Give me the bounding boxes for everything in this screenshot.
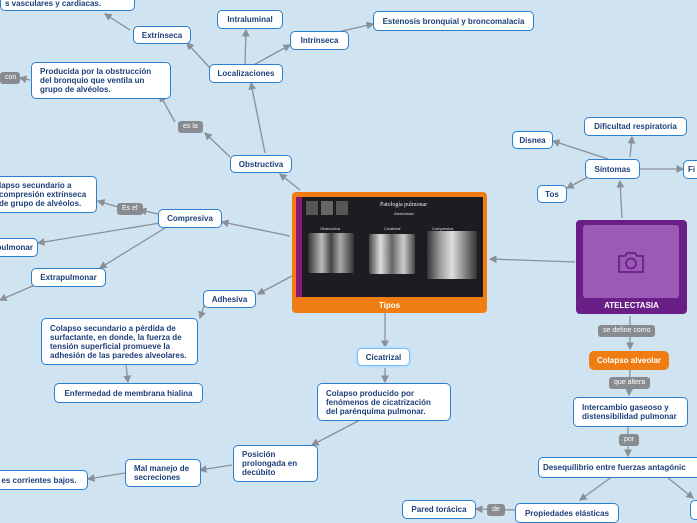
node-producida[interactable]: Producida por la obstrucción del bronqui…: [31, 62, 171, 99]
slide-thumb-3: [336, 201, 348, 215]
link-label-se-define: se define como: [598, 325, 656, 337]
camera-icon: [618, 251, 644, 273]
node-colapso-surfactante[interactable]: Colapso secundario a pérdida de surfacta…: [41, 318, 198, 365]
node-adhesiva[interactable]: Adhesiva: [203, 290, 256, 308]
slide-title: Patología pulmonar: [380, 202, 428, 208]
atelectasia-label: ATELECTASIA: [604, 301, 659, 310]
node-estenosis[interactable]: Estenosis bronquial y broncomalacia: [373, 11, 534, 31]
node-pulmonar[interactable]: pulmonar: [0, 238, 38, 257]
node-intrinseca[interactable]: Intrínseca: [290, 31, 349, 50]
link-label-es-la: es la: [178, 121, 203, 133]
node-pared-toracica[interactable]: Pared torácica: [402, 500, 476, 519]
node-mal-manejo[interactable]: Mal manejo de secreciones: [125, 459, 201, 487]
node-colapso-cicatrizacion[interactable]: Colapso producido por fenómenos de cicat…: [317, 383, 451, 421]
slide-label-1: Obstructiva: [320, 226, 341, 231]
node-tos[interactable]: Tos: [537, 185, 567, 203]
node-extrapulmonar[interactable]: Extrapulmonar: [31, 268, 106, 287]
xray-image-1: [308, 233, 354, 273]
tipos-image-node[interactable]: Patología pulmonar Atelectasia Obstructi…: [292, 192, 487, 313]
image-placeholder: [583, 225, 679, 298]
node-desequilibrio[interactable]: Desequilibrio entre fuerzas antagónic: [538, 457, 697, 478]
node-intraluminal[interactable]: Intraluminal: [217, 10, 283, 29]
node-propiedades[interactable]: Propiedades elásticas: [515, 503, 619, 523]
node-compresiva[interactable]: Compresiva: [158, 209, 222, 228]
link-label-con: con: [0, 72, 20, 84]
xray-image-3: [427, 231, 477, 279]
xray-slide-image: Patología pulmonar Atelectasia Obstructi…: [296, 197, 483, 297]
node-localizaciones[interactable]: Localizaciones: [209, 64, 283, 83]
link-label-que-altera: que altera: [609, 377, 651, 389]
link-label-es-el: Es el: [117, 203, 143, 215]
node-dificultad[interactable]: Dificultad respiratoria: [584, 117, 687, 136]
slide-thumb-2: [321, 201, 333, 215]
slide-accent-bar: [296, 197, 302, 297]
node-sintomas[interactable]: Síntomas: [585, 159, 640, 179]
node-colapso-alveolar[interactable]: Colapso alveolar: [589, 351, 669, 370]
node-colapso-compresion[interactable]: lapso secundario a compresión extrínseca…: [0, 176, 97, 213]
slide-thumb-1: [306, 201, 318, 215]
link-label-de: de: [487, 504, 505, 516]
node-intercambio[interactable]: Intercambio gaseoso y distensibilidad pu…: [573, 397, 688, 427]
node-extrinseca[interactable]: Extrínseca: [133, 26, 191, 44]
node-obstructiva[interactable]: Obstructiva: [230, 155, 292, 173]
xray-image-2: [369, 234, 415, 274]
slide-label-2: Cicatrizal: [384, 226, 401, 231]
slide-label-3: Compresiva: [432, 226, 454, 231]
node-posicion[interactable]: Posición prolongada en decúbito: [233, 445, 318, 482]
slide-subtitle: Atelectasia: [394, 211, 414, 216]
node-cicatrizal[interactable]: Cicatrizal: [357, 348, 410, 366]
atelectasia-central-node[interactable]: ATELECTASIA: [576, 220, 687, 314]
tipos-label: Tipos: [378, 301, 401, 310]
link-label-por: por: [619, 434, 640, 446]
node-fi[interactable]: Fi: [683, 160, 697, 179]
node-vasculares[interactable]: s vasculares y cardiacas.: [0, 0, 135, 11]
node-partial-right[interactable]: [690, 500, 697, 520]
node-membrana-hialina[interactable]: Enfermedad de membrana hialina: [54, 383, 203, 403]
node-corrientes[interactable]: es corrientes bajos.: [0, 470, 88, 490]
node-disnea[interactable]: Disnea: [512, 131, 553, 149]
